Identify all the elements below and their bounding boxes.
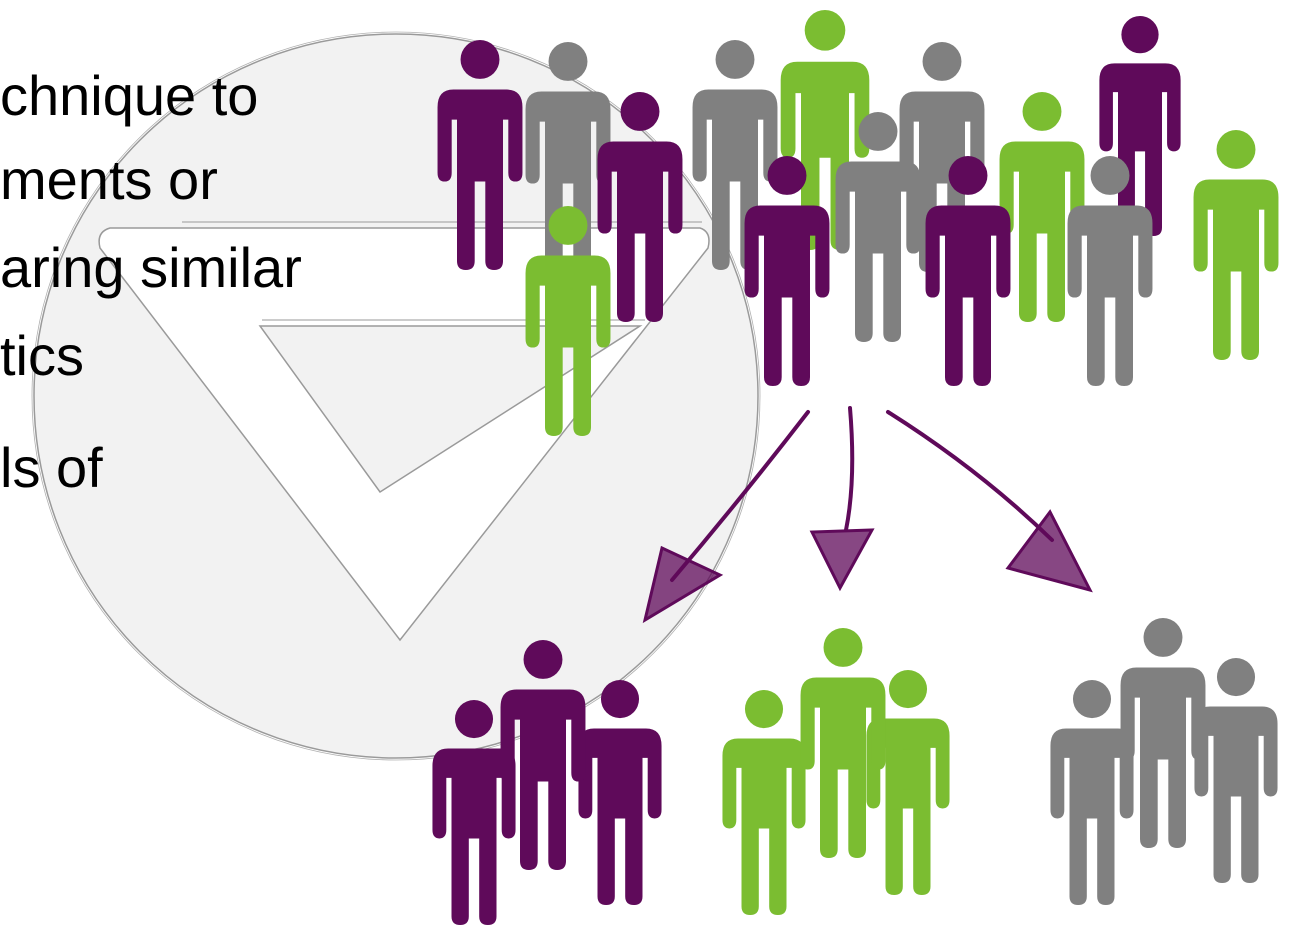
person-icon	[432, 700, 516, 925]
person-icon	[744, 156, 830, 386]
person-icon	[800, 628, 886, 858]
person-icon	[1194, 658, 1278, 883]
person-icon	[835, 112, 921, 342]
person-icon	[999, 92, 1085, 322]
person-icon	[525, 206, 611, 436]
person-icon	[1120, 618, 1206, 848]
text-line-1: chnique to	[0, 64, 259, 127]
text-line-3: aring similar	[0, 236, 302, 299]
clusters	[432, 618, 1278, 925]
person-icon	[597, 92, 683, 322]
person-icon	[578, 680, 662, 905]
person-icon	[925, 156, 1011, 386]
person-icon	[1067, 156, 1153, 386]
arrow-layer	[642, 406, 1093, 624]
crowd	[437, 10, 1279, 436]
text-line-2: ments or	[0, 148, 218, 211]
arrow-right-icon	[886, 410, 1093, 593]
person-icon	[1193, 130, 1279, 360]
person-icon	[1050, 680, 1134, 905]
arrow-left-icon	[642, 410, 810, 624]
person-icon	[1099, 16, 1181, 237]
text-line-4: tics	[0, 324, 84, 387]
person-icon	[525, 42, 611, 273]
person-icon	[866, 670, 950, 895]
text-line-5: ls of	[0, 436, 103, 499]
arrow-center-icon	[809, 406, 875, 592]
person-icon	[722, 690, 806, 915]
person-icon	[437, 40, 523, 271]
person-icon	[500, 640, 586, 870]
